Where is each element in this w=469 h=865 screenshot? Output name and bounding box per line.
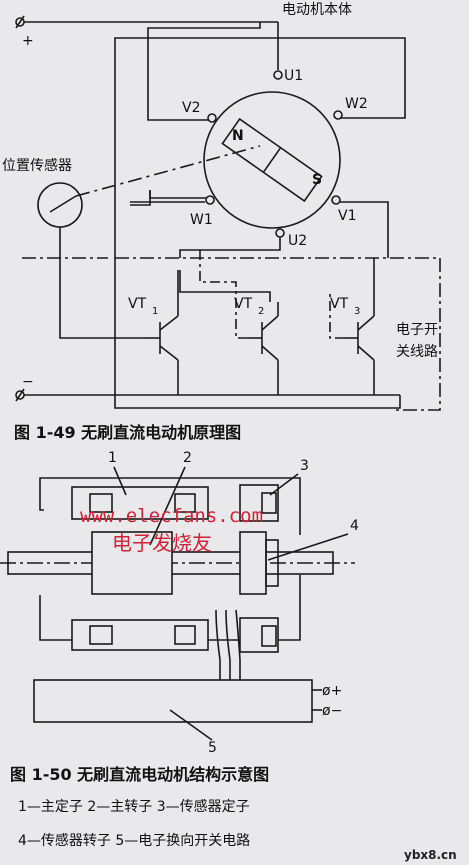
plus-terminal-icon [15, 15, 25, 29]
minus-terminal-icon [15, 388, 25, 402]
fig49-caption: 图 1-49 无刷直流电动机原理图 [14, 423, 241, 442]
label-u1: U1 [284, 68, 303, 84]
terminal-u1 [273, 70, 283, 80]
rotor-magnet [221, 117, 323, 203]
label-w1: W1 [190, 212, 213, 228]
watermark-cn: 电子发烧友 [112, 531, 212, 555]
site-mark: ybx8.cn [404, 848, 457, 862]
terminal-w1 [205, 195, 215, 205]
plus-sign: + [22, 33, 34, 49]
transistor-vt3: VT 3 [329, 258, 375, 395]
transistor-vt1: VT 1 [128, 270, 179, 395]
callout-1: 1 [108, 450, 117, 466]
vt1-sub: 1 [152, 306, 158, 317]
vt1-label: VT [128, 296, 147, 312]
position-sensor-label: 位置传感器 [2, 157, 72, 174]
terminal-w2 [333, 110, 343, 120]
sensor-rotor [239, 531, 267, 595]
pole-n-label: N [232, 128, 244, 144]
terminal-v2 [207, 113, 217, 123]
label-u2: U2 [288, 233, 307, 249]
terminal-v1 [331, 195, 341, 205]
main-stator-top [71, 486, 209, 520]
watermark-url: www.elecfans.com [80, 505, 263, 527]
terminal-u2 [275, 228, 285, 238]
sensor-stator-top [239, 484, 279, 522]
label-v1: V1 [338, 208, 356, 224]
sensor-stator-bottom [239, 617, 279, 653]
pole-s-label: S [312, 172, 322, 188]
main-rotor [91, 531, 173, 595]
legend-line2: 4—传感器转子 5—电子换向开关电路 [18, 832, 250, 849]
motor-rotor: N S [203, 91, 341, 229]
callout-3: 3 [300, 458, 309, 474]
sensor-coupling-line [75, 145, 261, 197]
vt2-sub: 2 [258, 306, 264, 317]
switch-label-line1: 电子开 [396, 322, 438, 338]
vt2-label: VT [234, 296, 253, 312]
legend-line1: 1—主定子 2—主转子 3—传感器定子 [18, 798, 250, 815]
commutation-circuit [33, 679, 313, 723]
vt3-label: VT [330, 296, 349, 312]
fig50-caption: 图 1-50 无刷直流电动机结构示意图 [10, 765, 269, 784]
terminal-minus-label: ø− [322, 703, 342, 719]
callout-2: 2 [183, 450, 192, 466]
main-stator-bottom [71, 619, 209, 651]
switch-boundary [115, 257, 441, 411]
transistor-vt2: VT 2 [199, 250, 279, 395]
switch-label-line2: 关线路 [396, 344, 438, 360]
callout-4: 4 [350, 518, 359, 534]
callout-5: 5 [208, 740, 217, 756]
position-sensor-icon [37, 182, 83, 228]
fig50-structure-diagram: ø+ ø− 1 2 3 4 5 图 1-50 无刷直流电动机结构示意图 1—主定… [0, 450, 359, 849]
label-v2: V2 [182, 100, 200, 116]
label-w2: W2 [345, 96, 368, 112]
sensor-cable [215, 609, 241, 680]
minus-sign: − [22, 374, 34, 390]
motor-body-label: 电动机本体 [282, 2, 352, 18]
fig49-principle-diagram: + − 电动机本体 N S U1 V2 [2, 2, 441, 442]
vt3-sub: 3 [354, 306, 360, 317]
terminal-plus-label: ø+ [322, 683, 342, 699]
